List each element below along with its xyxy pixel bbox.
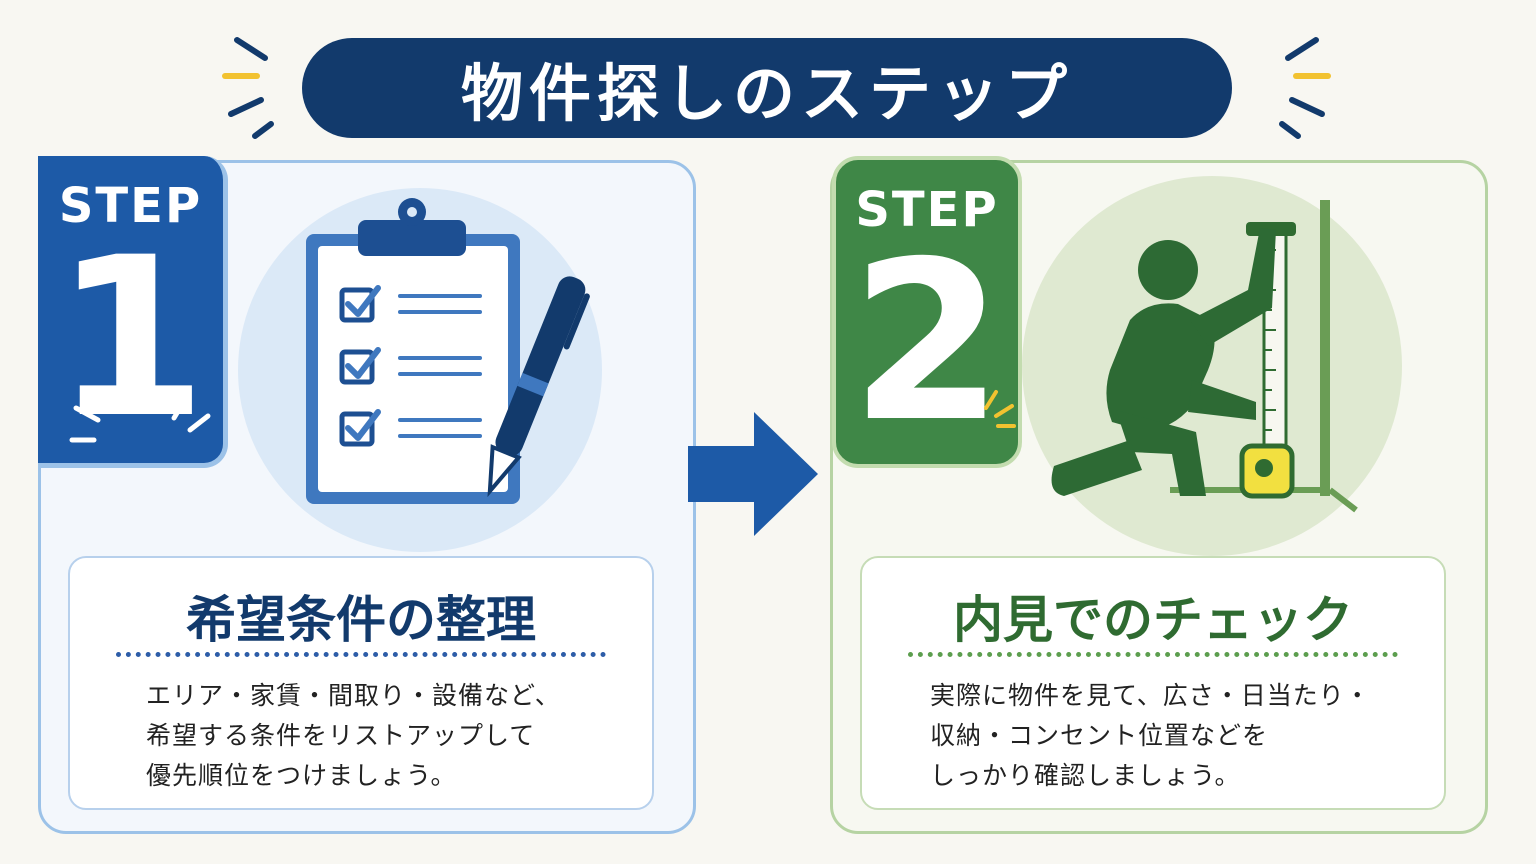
step-1-label: STEP [58,178,203,234]
step-1-description: エリア・家賃・間取り・設備など、 希望する条件をリストアップして 優先順位をつけ… [146,676,622,796]
step-2-line-1: 実際に物件を見て、広さ・日当たり・ [930,681,1371,710]
step-2-description: 実際に物件を見て、広さ・日当たり・ 収納・コンセント位置などを しっかり確認しま… [930,676,1414,796]
step-2-line-3: しっかり確認しましょう。 [930,761,1241,790]
step-1-heading: 希望条件の整理 [186,591,536,649]
step-1-number: 1 [53,210,208,466]
step-2-number: 2 [850,214,1004,470]
step-1-line-3: 優先順位をつけましょう。 [146,761,457,790]
step-2-line-2: 収納・コンセント位置などを [930,721,1269,750]
step-2-info-card: 内見でのチェック 実際に物件を見て、広さ・日当たり・ 収納・コンセント位置などを… [860,556,1446,810]
dotted-divider [908,652,1398,657]
dotted-divider [116,652,606,657]
step-1-line-2: 希望する条件をリストアップして [146,721,536,750]
step-1-sparkle-icon [69,395,211,443]
step-1-badge: STEP 1 [38,156,228,468]
step-2-label: STEP [855,182,999,238]
left-sparkle-icon [222,37,274,139]
step-2-sparkle-icon [984,390,1016,428]
right-arrow-icon [688,412,818,536]
step-2-badge: STEP 2 [832,156,1022,468]
step-2-heading: 内見でのチェック [953,591,1353,649]
clipboard-checklist-with-pen-icon [238,188,602,552]
page-title: 物件探しのステップ [302,38,1232,138]
step-1-line-1: エリア・家賃・間取り・設備など、 [146,681,561,710]
right-sparkle-icon [1279,37,1331,139]
step-1-info-card: 希望条件の整理 エリア・家賃・間取り・設備など、 希望する条件をリストアップして… [68,556,654,810]
person-measuring-with-tape-icon [1022,176,1402,556]
